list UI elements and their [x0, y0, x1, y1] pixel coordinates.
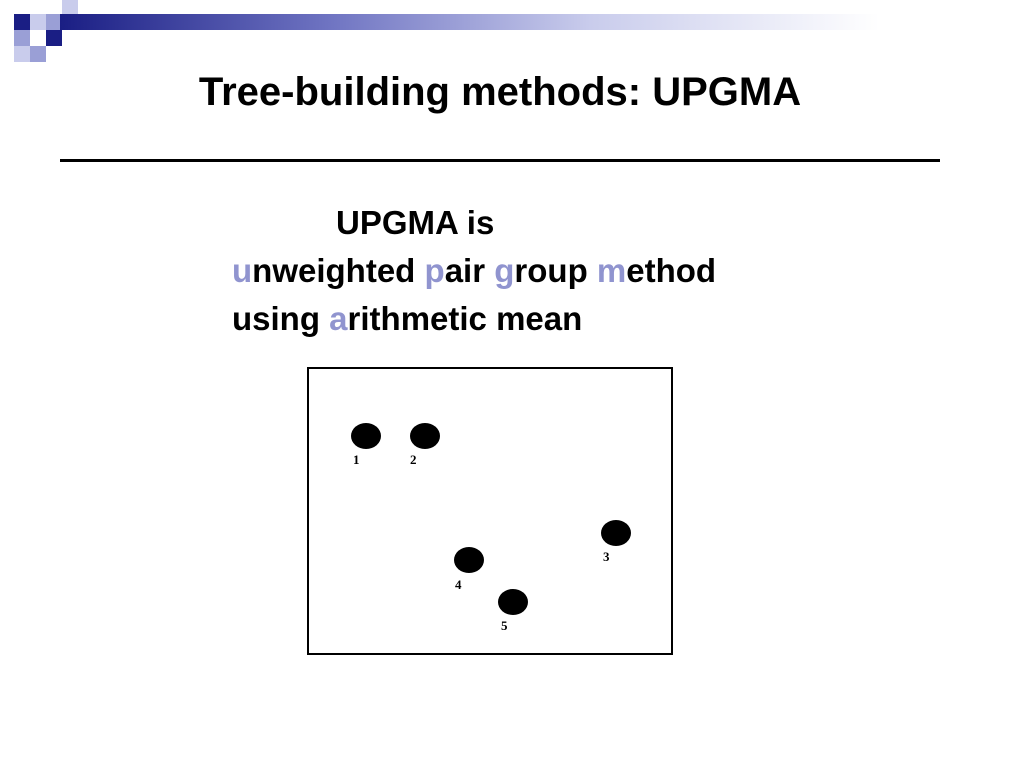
definition-text: nweighted: [252, 252, 425, 289]
header-gradient-bar: [60, 14, 1024, 30]
definition-text: using: [232, 300, 330, 337]
acronym-letter: u: [232, 252, 253, 289]
points-diagram: 1 2 3 4 5: [307, 367, 673, 655]
title-underline: [60, 159, 940, 162]
decor-square: [14, 14, 30, 30]
point-label-1: 1: [353, 452, 360, 467]
decor-square: [46, 14, 62, 30]
point-2: 2: [410, 423, 440, 467]
point-label-2: 2: [410, 452, 417, 467]
definition-text: ethod: [626, 252, 717, 289]
slide-title: Tree-building methods: UPGMA: [198, 70, 802, 114]
point-label-5: 5: [501, 618, 508, 633]
acronym-letter: m: [596, 252, 627, 289]
acronym-letter: p: [424, 252, 445, 289]
acronym-letter: g: [494, 252, 515, 289]
decor-square: [30, 46, 46, 62]
point-3: 3: [601, 520, 631, 564]
definition-line-2: unweighted pair group method: [232, 254, 716, 287]
definition-text: rithmetic mean: [347, 300, 583, 337]
definition-line-1: UPGMA is: [336, 204, 495, 241]
point-1: 1: [351, 423, 381, 467]
definition-line-3: using arithmetic mean: [232, 302, 582, 335]
decor-square: [62, 0, 78, 16]
decor-square: [14, 46, 30, 62]
decor-square: [30, 14, 46, 30]
definition-text: air: [444, 252, 495, 289]
definition-text: roup: [514, 252, 597, 289]
acronym-letter: a: [329, 300, 348, 337]
decor-square: [14, 30, 30, 46]
point-4: 4: [454, 547, 484, 592]
decor-square: [46, 30, 62, 46]
points-diagram-svg: 1 2 3 4 5: [351, 423, 631, 633]
point-5: 5: [498, 589, 528, 633]
point-label-3: 3: [603, 549, 610, 564]
point-label-4: 4: [455, 577, 462, 592]
